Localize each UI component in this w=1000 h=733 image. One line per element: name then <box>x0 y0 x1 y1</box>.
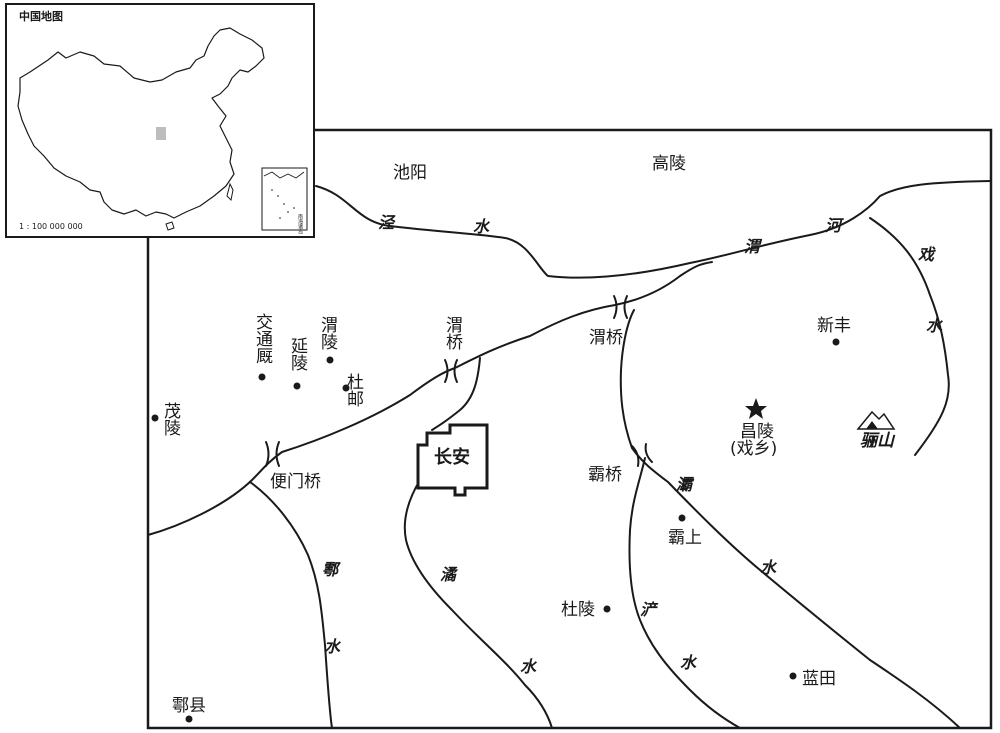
hainan-outline <box>165 221 175 231</box>
label-bianmenqiao: 便门桥 <box>270 472 321 492</box>
dot-huxian <box>185 715 193 723</box>
label-weiqiao-east: 渭桥 <box>589 328 623 348</box>
jing-river <box>315 180 992 279</box>
changan-city-outline <box>416 423 489 497</box>
bridge-icon-bianmenqiao <box>265 441 280 467</box>
label-huxian: 鄠县 <box>172 696 206 716</box>
river-label-xi-1: 戏 <box>918 245 936 264</box>
label-gaoling: 高陵 <box>652 154 686 174</box>
dot-xinfeng <box>832 338 840 346</box>
south-sea-coast <box>263 171 305 179</box>
label-lantian: 蓝田 <box>802 669 836 689</box>
dot-duyou <box>342 384 350 392</box>
label-xixiang: (戏乡) <box>730 439 777 459</box>
jue-river <box>403 479 553 729</box>
river-label-hao-2: 水 <box>324 637 342 656</box>
river-label-wei-1: 渭 <box>744 237 763 256</box>
river-label-ba-1: 灞 <box>676 475 695 494</box>
inset-scale: 1 : 100 000 000 <box>19 222 83 231</box>
label-duling: 杜陵 <box>561 600 595 620</box>
dot-weiling <box>326 356 334 364</box>
china-outline <box>17 27 265 219</box>
hao-river <box>249 481 333 729</box>
river-label-jue-1: 潏 <box>440 565 459 584</box>
label-jiaotongchu: 交通厩 <box>252 313 273 364</box>
label-duyou: 杜邮 <box>343 373 364 407</box>
label-weiqiao-west: 渭桥 <box>442 316 463 350</box>
river-label-xi-2: 水 <box>926 316 944 335</box>
river-label-ba-2: 水 <box>760 558 778 577</box>
taiwan-outline <box>226 182 234 202</box>
bridge-icon-weiqiao-east <box>613 295 628 319</box>
inset-title: 中国地图 <box>19 9 63 23</box>
label-maoling: 茂陵 <box>160 402 181 436</box>
river-label-jue-2: 水 <box>520 657 538 676</box>
bridge-icon-baqiao <box>631 443 653 467</box>
ba-river <box>619 309 961 729</box>
label-baqiao: 霸桥 <box>588 465 622 485</box>
jue-river-north <box>431 357 481 431</box>
river-label-chan-2: 水 <box>680 653 698 672</box>
dot-lantian <box>789 672 797 680</box>
label-xinfeng: 新丰 <box>817 316 851 336</box>
bridge-icon-weiqiao-west <box>444 359 458 383</box>
chan-river <box>628 457 741 729</box>
label-lishan: 骊山 <box>860 431 896 451</box>
south-sea-box <box>261 167 308 231</box>
river-label-jing-2: 水 <box>473 217 491 236</box>
dot-maoling <box>151 414 159 422</box>
label-weiling: 渭陵 <box>317 316 338 350</box>
label-bashang: 霸上 <box>668 528 702 548</box>
changan-label: 长安 <box>434 446 470 468</box>
river-label-hao-1: 鄠 <box>322 560 341 579</box>
label-yanling: 延陵 <box>287 337 308 371</box>
river-label-wei-2: 河 <box>825 216 844 235</box>
river-label-jing-1: 泾 <box>378 213 396 232</box>
label-changling: 昌陵 <box>740 422 774 442</box>
dot-yanling <box>293 382 301 390</box>
dot-jiaotongchu <box>258 373 266 381</box>
inset-highlight <box>156 127 166 140</box>
dot-bashang <box>678 514 686 522</box>
dot-duling <box>603 605 611 613</box>
star-icon-changling <box>745 398 767 419</box>
xi-river <box>869 217 950 456</box>
river-label-chan-1: 浐 <box>640 600 659 619</box>
mountain-icon-lishan <box>856 410 896 430</box>
label-chiyang: 池阳 <box>393 163 427 183</box>
south-sea-note: 南海诸岛 <box>297 213 303 235</box>
